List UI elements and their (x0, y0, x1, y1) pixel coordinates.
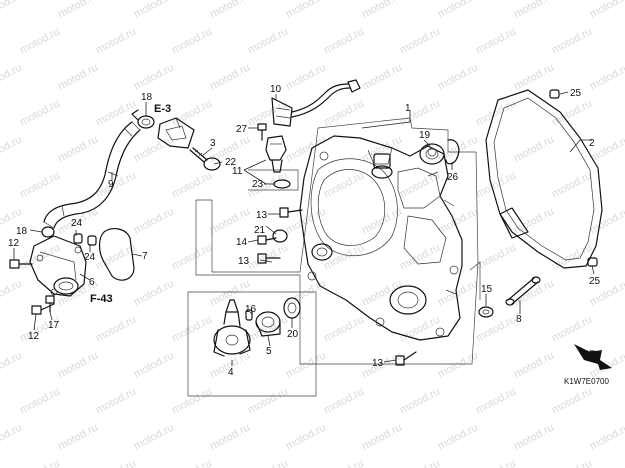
callout-7: 7 (142, 251, 148, 262)
callout-20: 20 (287, 329, 299, 340)
callout-17: 17 (48, 320, 60, 331)
callout-13-upper: 13 (256, 210, 268, 221)
seal-20 (283, 297, 301, 319)
callout-25-upper: 25 (570, 88, 582, 99)
dowel-25-upper (549, 89, 560, 99)
callout-13-lower: 13 (372, 358, 384, 369)
pump-impeller (213, 299, 251, 357)
water-pump-cover (29, 235, 87, 297)
forward-arrow-icon (574, 344, 612, 370)
cover-gasket (485, 89, 603, 269)
oil-seal-15 (478, 306, 494, 318)
o-ring-22 (203, 157, 221, 171)
callout-22: 22 (225, 157, 237, 168)
callout-5: 5 (266, 346, 272, 357)
callout-10: 10 (270, 84, 282, 95)
callout-15: 15 (481, 284, 493, 295)
assembly-frame-shaft (469, 261, 481, 300)
o-ring-23 (273, 179, 291, 189)
leader-lines (13, 91, 595, 366)
dowel-25-lower (587, 257, 598, 267)
pin-16 (245, 309, 253, 321)
hose-clamp-lower (41, 226, 55, 238)
shaft-8 (505, 276, 541, 306)
thermostat-cap (157, 117, 195, 149)
callout-23: 23 (252, 179, 264, 190)
bolt-13-middle (257, 253, 281, 264)
callout-27: 27 (236, 124, 248, 135)
circlip-26 (445, 139, 460, 165)
callout-25-lower: 25 (589, 276, 601, 287)
mechanical-seal (255, 311, 281, 337)
callouts: 1 2 3 4 5 6 7 8 9 10 11 12 12 13 13 13 1… (8, 84, 609, 386)
sensor-harness (271, 79, 361, 127)
callout-26: 26 (447, 172, 459, 183)
gasket-tab (499, 207, 529, 239)
assembly-frame-pump (187, 291, 317, 397)
direction-label: FR. (582, 349, 600, 361)
callout-18-upper: 18 (141, 92, 153, 103)
callout-19: 19 (419, 130, 431, 141)
assembly-frame-main (195, 117, 479, 365)
callout-21: 21 (254, 225, 266, 236)
callout-1: 1 (405, 103, 411, 114)
washer-21 (272, 229, 288, 243)
bolt-12-lower (31, 303, 55, 315)
bolt-27 (257, 123, 267, 141)
callout-16: 16 (245, 304, 257, 315)
callout-2: 2 (589, 138, 595, 149)
temperature-sensor (265, 135, 287, 173)
callout-12-lower: 12 (28, 331, 40, 342)
callout-3: 3 (210, 138, 216, 149)
callout-4: 4 (228, 367, 234, 378)
callout-12-upper: 12 (8, 238, 20, 249)
callout-9: 9 (108, 179, 114, 190)
assembly-frame-sensor (248, 169, 299, 191)
bolt-17 (45, 295, 55, 313)
bearing-19 (419, 143, 445, 165)
ref-e3: E-3 (154, 103, 171, 115)
ref-f43: F-43 (90, 293, 113, 305)
water-hose (43, 121, 141, 229)
bolt-13-upper (279, 207, 303, 218)
callout-11: 11 (232, 166, 243, 177)
cover-gasket-inner (493, 97, 595, 261)
bolt-13-lower (395, 351, 417, 366)
image-code: K1W7E0700 (564, 377, 609, 386)
callout-24-lower: 24 (84, 252, 96, 263)
dowel-pins (73, 233, 97, 246)
callout-6: 6 (89, 277, 95, 288)
right-crankcase-cover (299, 135, 463, 341)
bolt-22 (189, 147, 208, 163)
callout-13-middle: 13 (238, 256, 250, 267)
bolt-12-upper (9, 259, 33, 269)
pump-gasket (98, 228, 135, 281)
callout-18-lower: 18 (16, 226, 28, 237)
callout-14: 14 (236, 237, 248, 248)
callout-8: 8 (516, 314, 522, 325)
callout-24-upper: 24 (71, 218, 83, 229)
